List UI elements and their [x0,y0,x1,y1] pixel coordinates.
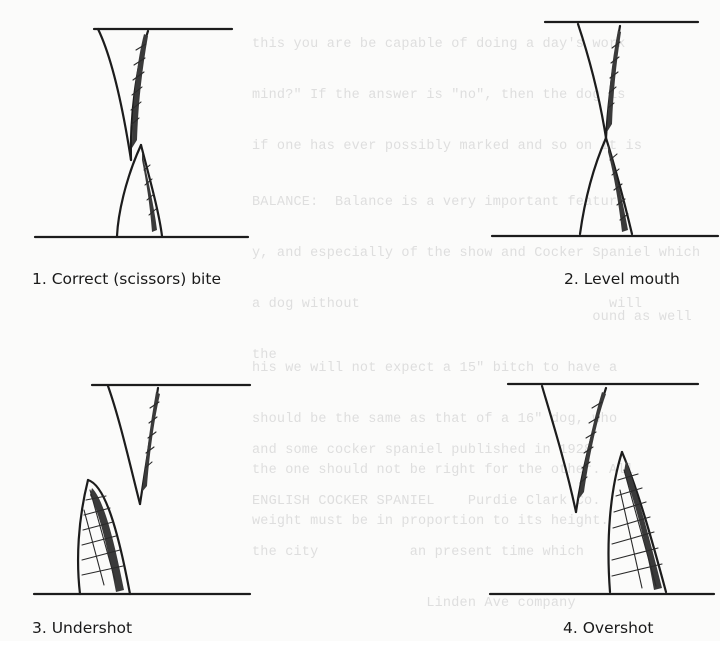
undershot-bite-illustration [20,380,260,610]
background-text-line: ound as well [252,309,692,326]
caption-level-mouth: 2. Level mouth [564,270,680,288]
caption-correct-scissors-bite: 1. Correct (scissors) bite [32,270,221,288]
background-text-line: his we will not expect a 15" bitch to ha… [252,360,692,377]
caption-overshot: 4. Overshot [563,619,653,637]
correct-scissors-bite-illustration [20,20,260,250]
level-mouth-illustration [480,20,720,250]
overshot-bite-illustration [470,380,720,610]
caption-undershot: 3. Undershot [32,619,132,637]
